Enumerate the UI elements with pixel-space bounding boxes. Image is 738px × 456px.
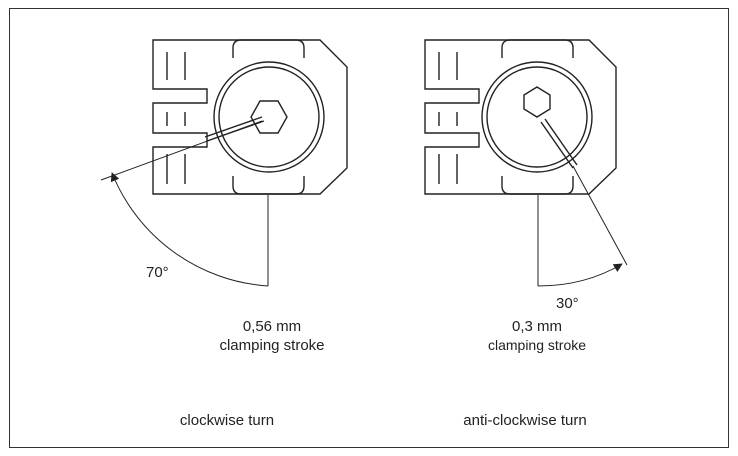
angle-label-clockwise: 70° <box>146 264 169 281</box>
angle-marking-anticlockwise <box>537 165 628 287</box>
stroke-value-anticlockwise: 0,3 mm <box>511 318 563 335</box>
direction-label-anticlockwise: anti-clockwise turn <box>463 412 587 429</box>
angle-marking-clockwise <box>100 120 269 287</box>
figure-frame <box>9 8 729 448</box>
angle-label-anticlockwise: 30° <box>556 295 579 312</box>
stroke-label-clockwise: clamping stroke <box>219 337 325 354</box>
clamp-part-clockwise <box>152 39 348 195</box>
direction-label-clockwise: clockwise turn <box>179 412 275 429</box>
stroke-label-anticlockwise: clamping stroke <box>487 337 587 353</box>
stroke-value-clockwise: 0,56 mm <box>242 318 302 335</box>
clamp-part-anticlockwise <box>424 39 617 195</box>
